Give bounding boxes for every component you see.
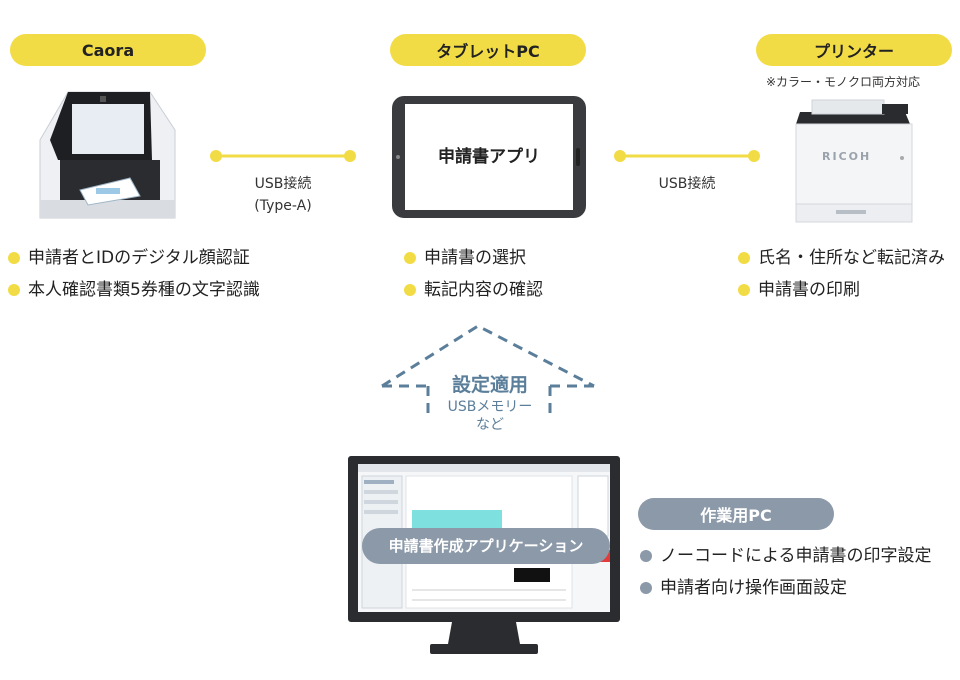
connection-label-tablet-printer: USB接続 — [658, 176, 716, 192]
list-item: 転記内容の確認 — [404, 274, 543, 306]
printer-features: 氏名・住所など転記済み 申請書の印刷 — [738, 242, 945, 306]
bullet-icon — [404, 252, 416, 264]
list-item: 申請書の選択 — [404, 242, 543, 274]
list-item: 本人確認書類5券種の文字認識 — [8, 274, 260, 306]
settings-dashed-outline — [381, 324, 595, 416]
printer-label: プリンター — [756, 34, 952, 66]
connection-subtype: (Type-A) — [254, 198, 312, 214]
tablet-label: タブレットPC — [390, 34, 586, 66]
printer-note: ※カラー・モノクロ両方対応 — [766, 75, 921, 89]
caora-kiosk-illustration — [39, 91, 176, 219]
work-pc-monitor-illustration — [348, 456, 620, 654]
tablet-illustration — [392, 96, 586, 218]
connection-label-caora-tablet: USB接続 (Type-A) — [222, 173, 344, 217]
tablet-screen-text: 申請書アプリ — [438, 147, 540, 167]
settings-sub-line-2: など — [476, 417, 504, 433]
bullet-icon — [404, 284, 416, 296]
connector-tablet-printer — [614, 150, 760, 162]
bullet-icon — [8, 284, 20, 296]
list-item: ノーコードによる申請書の印字設定 — [640, 540, 932, 572]
caora-label: Caora — [10, 34, 206, 66]
bullet-icon — [8, 252, 20, 264]
list-item: 申請書の印刷 — [738, 274, 945, 306]
caora-features: 申請者とIDのデジタル顔認証 本人確認書類5券種の文字認識 — [8, 242, 260, 306]
list-item: 氏名・住所など転記済み — [738, 242, 945, 274]
connection-type: USB接続 — [254, 176, 312, 192]
list-item: 申請者向け操作画面設定 — [640, 572, 932, 604]
settings-sub: USBメモリー など — [420, 398, 560, 434]
work-pc-label: 作業用PC — [638, 498, 834, 530]
bullet-icon — [738, 252, 750, 264]
tablet-features: 申請書の選択 転記内容の確認 — [404, 242, 543, 306]
work-pc-app-label: 申請書作成アプリケーション — [388, 537, 584, 555]
bullet-icon — [640, 550, 652, 562]
settings-sub-line-1: USBメモリー — [447, 399, 533, 415]
printer-illustration — [795, 99, 913, 223]
settings-title: 設定適用 — [451, 374, 528, 396]
list-item: 申請者とIDのデジタル顔認証 — [8, 242, 260, 274]
connector-caora-tablet — [210, 150, 356, 162]
bullet-icon — [738, 284, 750, 296]
bullet-icon — [640, 582, 652, 594]
printer-brand-logo: RICOH — [822, 150, 872, 163]
work-pc-features: ノーコードによる申請書の印字設定 申請者向け操作画面設定 — [640, 540, 932, 604]
